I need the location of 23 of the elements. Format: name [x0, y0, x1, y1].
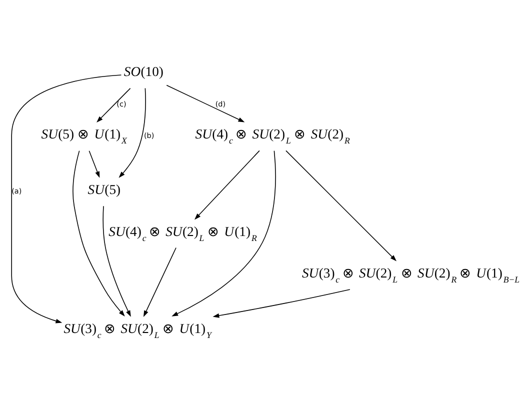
arrow — [102, 205, 131, 316]
node-text: SU(5) — [88, 182, 121, 197]
arrow — [11, 74, 122, 323]
node-text: SU(3)$_{c}$ ⊗ SU(2)$_{L}$ ⊗ U(1)$_{Y}$ — [64, 320, 212, 340]
node-text: SU(5) ⊗ U(1)$_{X}$ — [41, 126, 127, 146]
arrow — [143, 246, 176, 316]
arrow — [194, 150, 260, 220]
node-text: SU(3)$_{c}$ ⊗ SU(2)$_{L}$ ⊗ SU(2)$_{R}$ ⊗ U(1)$_{B−L}$ — [302, 264, 520, 284]
arrow — [118, 87, 146, 178]
arrow — [72, 150, 125, 316]
edge-label: (a) — [12, 186, 22, 195]
node-text: SO(10) — [124, 64, 164, 79]
arrow — [212, 288, 350, 318]
edge-label: (c) — [116, 99, 126, 108]
edge-label: (b) — [144, 130, 154, 140]
arrow — [286, 150, 397, 261]
edge-label: (d) — [215, 99, 226, 108]
node-text: SU(4)$_{c}$ ⊗ SU(2)$_{L}$ ⊗ U(1)$_{R}$ — [108, 223, 257, 242]
arrow — [96, 87, 131, 122]
arrow — [166, 84, 245, 122]
node-text: SU(4)$_{c}$ ⊗ SU(2)$_{L}$ ⊗ SU(2)$_{R}$ — [195, 126, 350, 146]
arrow — [172, 150, 276, 316]
arrow — [88, 150, 100, 178]
